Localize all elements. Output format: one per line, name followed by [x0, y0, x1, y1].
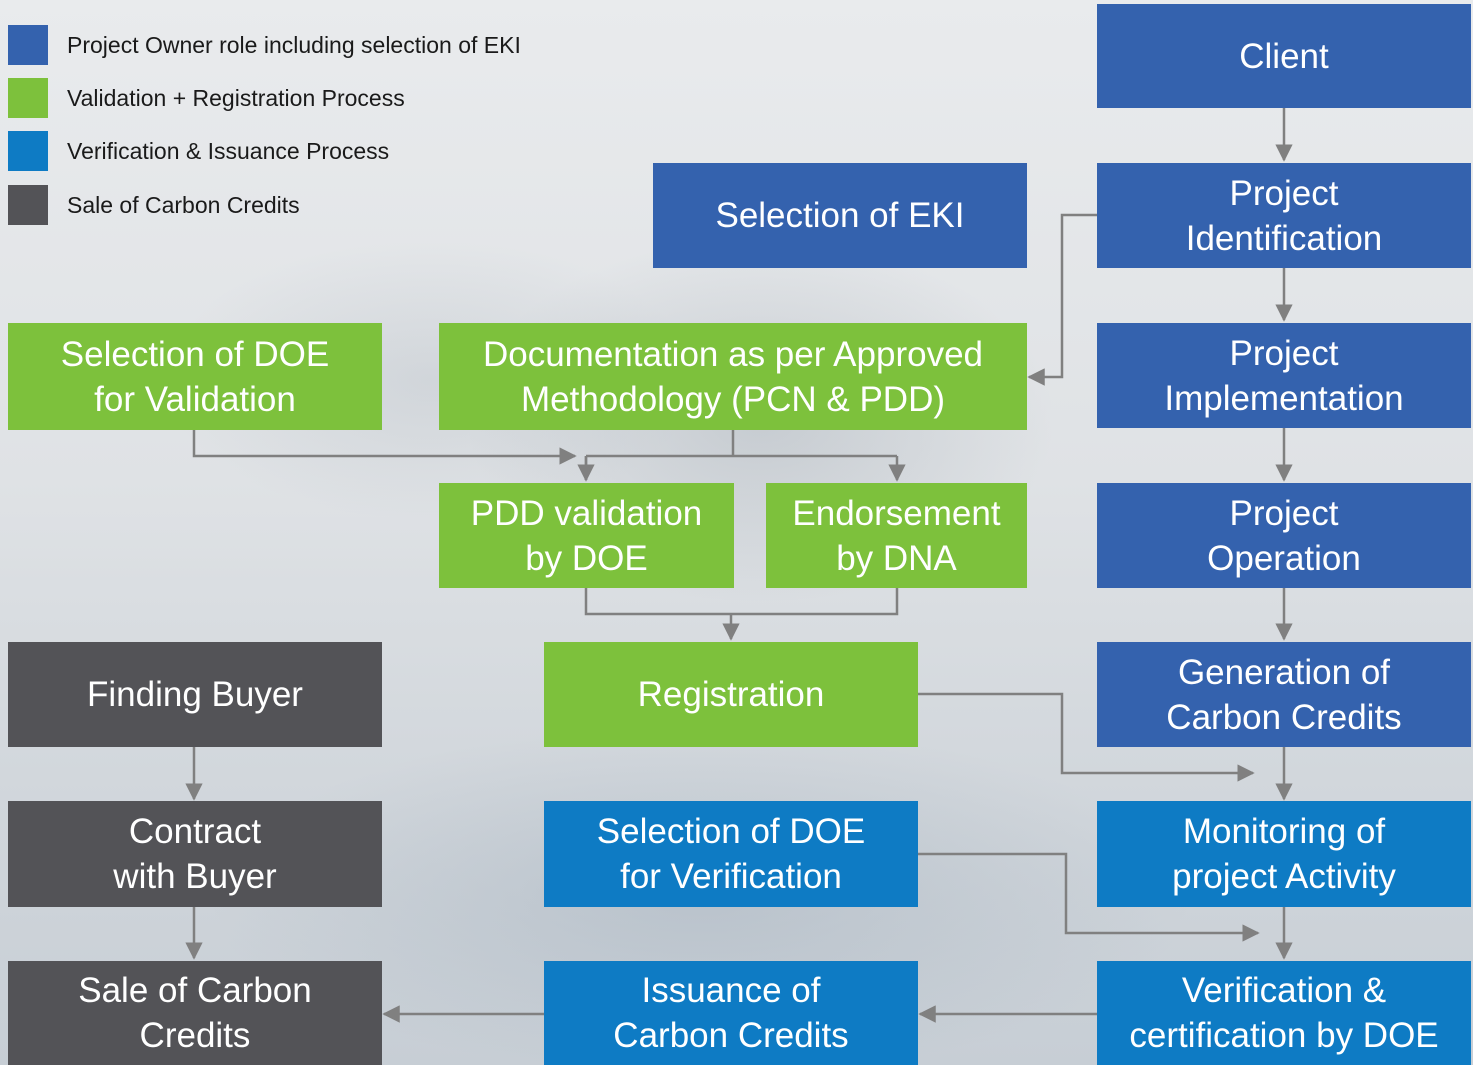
- node-selection-doe-validation: Selection of DOE for Validation: [8, 323, 382, 430]
- node-project-identification: Project Identification: [1097, 163, 1471, 268]
- arrow-split-to-pdd: [584, 454, 897, 480]
- node-selection-eki: Selection of EKI: [653, 163, 1027, 268]
- legend-label-owner: Project Owner role including selection o…: [67, 31, 521, 58]
- node-monitoring: Monitoring of project Activity: [1097, 801, 1471, 907]
- legend-swatch-sale: [8, 185, 48, 225]
- legend-item-validation: Validation + Registration Process: [8, 78, 405, 118]
- arrow-doe-validation-to-merge: [192, 430, 577, 465]
- legend-label-sale: Sale of Carbon Credits: [67, 191, 300, 218]
- node-project-operation: Project Operation: [1097, 483, 1471, 588]
- node-pdd-validation: PDD validation by DOE: [439, 483, 734, 588]
- legend-item-owner: Project Owner role including selection o…: [8, 25, 521, 65]
- node-project-implementation: Project Implementation: [1097, 323, 1471, 428]
- node-finding-buyer: Finding Buyer: [8, 642, 382, 747]
- legend-swatch-validation: [8, 78, 48, 118]
- node-documentation: Documentation as per Approved Methodolog…: [439, 323, 1027, 430]
- legend-label-verification: Verification & Issuance Process: [67, 137, 390, 164]
- legend-swatch-owner: [8, 25, 48, 65]
- node-contract-buyer: Contract with Buyer: [8, 801, 382, 907]
- node-endorsement-dna: Endorsement by DNA: [766, 483, 1027, 588]
- node-generation-carbon-credits: Generation of Carbon Credits: [1097, 642, 1471, 747]
- node-sale-carbon-credits: Sale of Carbon Credits: [8, 961, 382, 1065]
- legend-item-sale: Sale of Carbon Credits: [8, 185, 300, 225]
- node-registration: Registration: [544, 642, 918, 747]
- legend-label-validation: Validation + Registration Process: [67, 84, 405, 111]
- node-issuance: Issuance of Carbon Credits: [544, 961, 918, 1065]
- node-selection-doe-verification: Selection of DOE for Verification: [544, 801, 918, 907]
- arrow-doe-verification-to-verification: [918, 852, 1260, 942]
- node-client: Client: [1097, 4, 1471, 108]
- legend-item-verification: Verification & Issuance Process: [8, 131, 389, 171]
- arrow-registration-to-monitoring: [918, 692, 1255, 782]
- arrow-identification-to-documentation: [1027, 213, 1097, 386]
- line-pdd-endorse-merge: [584, 588, 899, 616]
- legend-swatch-verification: [8, 131, 48, 171]
- node-verification-certification: Verification & certification by DOE: [1097, 961, 1471, 1065]
